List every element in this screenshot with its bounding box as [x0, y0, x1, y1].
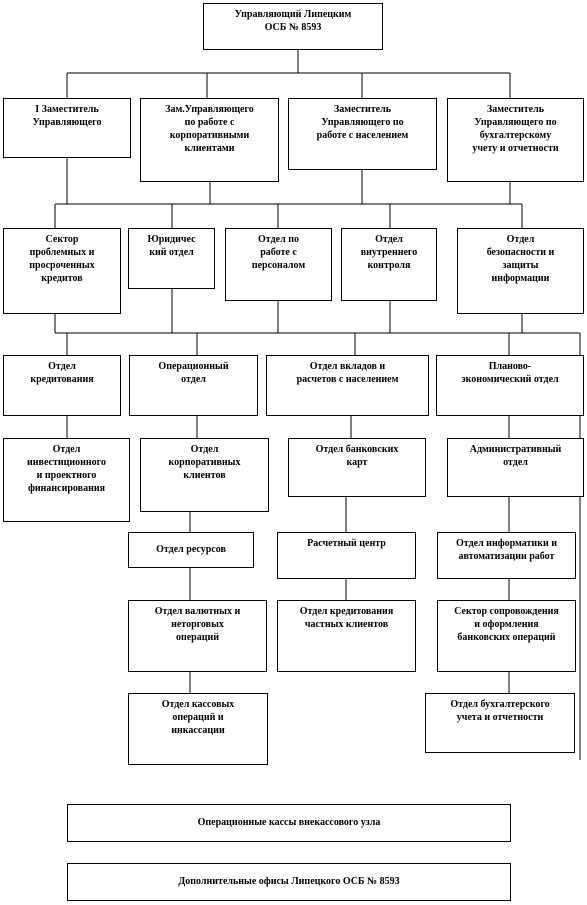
corporate-clients-label: Отдел корпоративных клиентов: [168, 444, 241, 481]
cash-operations-label: Отдел кассовых операций и инкассации: [161, 699, 235, 736]
operations-department-box: Операционный отдел: [129, 355, 258, 416]
hr-department-label: Отдел по работе с персоналом: [251, 234, 306, 271]
deputy-corporate-box: Зам.Управляющего по работе с корпоративн…: [140, 98, 279, 182]
investment-department-box: Отдел инвестиционного и проектного финан…: [3, 438, 130, 522]
first-deputy-label: I Заместитель Управляющего: [32, 104, 102, 128]
banking-operations-sector-box: Сектор сопровождения и оформления банков…: [437, 600, 576, 672]
bank-cards-box: Отдел банковских карт: [288, 438, 426, 497]
accounting-department-label: Отдел бухгалтерского учета и отчетности: [450, 699, 550, 723]
accounting-department-box: Отдел бухгалтерского учета и отчетности: [425, 693, 575, 753]
cash-operations-box: Отдел кассовых операций и инкассации: [128, 693, 268, 765]
planning-department-box: Планово- экономический отдел: [436, 355, 584, 416]
hr-department-box: Отдел по работе с персоналом: [225, 228, 332, 301]
administrative-department-box: Административный отдел: [447, 438, 584, 497]
it-department-box: Отдел информатики и автоматизации работ: [437, 532, 576, 579]
top-manager-box: Управляющий Липецким ОСБ № 8593: [203, 3, 383, 50]
deputy-retail-label: Заместитель Управляющего по работе с нас…: [316, 104, 409, 141]
operations-department-label: Операционный отдел: [158, 361, 229, 385]
resources-department-box: Отдел ресурсов: [128, 532, 254, 568]
deposits-department-box: Отдел вкладов и расчетов с населением: [266, 355, 429, 416]
settlement-center-label: Расчетный центр: [307, 538, 386, 549]
credit-department-label: Отдел кредитования: [30, 361, 94, 385]
internal-control-label: Отдел внутреннего контроля: [360, 234, 418, 271]
corporate-clients-box: Отдел корпоративных клиентов: [140, 438, 269, 512]
cash-desks-box: Операционные кассы внекассового узла: [67, 804, 511, 842]
cash-desks-label: Операционные кассы внекассового узла: [197, 816, 381, 828]
private-lending-label: Отдел кредитования частных клиентов: [299, 606, 394, 630]
problem-loans-sector-label: Сектор проблемных и просроченных кредито…: [29, 234, 95, 284]
deputy-corporate-label: Зам.Управляющего по работе с корпоративн…: [165, 104, 254, 154]
security-department-box: Отдел безопасности и защиты информации: [457, 228, 584, 314]
legal-department-label: Юридичес кий отдел: [147, 234, 196, 258]
settlement-center-box: Расчетный центр: [277, 532, 416, 579]
credit-department-box: Отдел кредитования: [3, 355, 121, 416]
investment-department-label: Отдел инвестиционного и проектного финан…: [27, 444, 106, 494]
currency-operations-box: Отдел валютных и неторговых операций: [128, 600, 267, 672]
currency-operations-label: Отдел валютных и неторговых операций: [154, 606, 241, 643]
first-deputy-box: I Заместитель Управляющего: [3, 98, 131, 158]
planning-department-label: Планово- экономический отдел: [461, 361, 559, 385]
additional-offices-box: Дополнительные офисы Липецкого ОСБ № 859…: [67, 863, 511, 901]
internal-control-box: Отдел внутреннего контроля: [341, 228, 437, 301]
deposits-department-label: Отдел вкладов и расчетов с населением: [296, 361, 399, 385]
security-department-label: Отдел безопасности и защиты информации: [486, 234, 555, 284]
deputy-accounting-box: Заместитель Управляющего по бухгалтерско…: [447, 98, 584, 182]
bank-cards-label: Отдел банковских карт: [315, 444, 399, 468]
it-department-label: Отдел информатики и автоматизации работ: [456, 538, 557, 562]
deputy-retail-box: Заместитель Управляющего по работе с нас…: [288, 98, 437, 170]
problem-loans-sector-box: Сектор проблемных и просроченных кредито…: [3, 228, 121, 314]
resources-department-label: Отдел ресурсов: [156, 543, 226, 555]
top-manager-label: Управляющий Липецким ОСБ № 8593: [234, 9, 352, 33]
private-lending-box: Отдел кредитования частных клиентов: [277, 600, 416, 672]
additional-offices-label: Дополнительные офисы Липецкого ОСБ № 859…: [178, 875, 400, 887]
legal-department-box: Юридичес кий отдел: [128, 228, 215, 289]
banking-operations-sector-label: Сектор сопровождения и оформления банков…: [454, 606, 559, 643]
deputy-accounting-label: Заместитель Управляющего по бухгалтерско…: [472, 104, 559, 154]
administrative-department-label: Административный отдел: [469, 444, 562, 468]
